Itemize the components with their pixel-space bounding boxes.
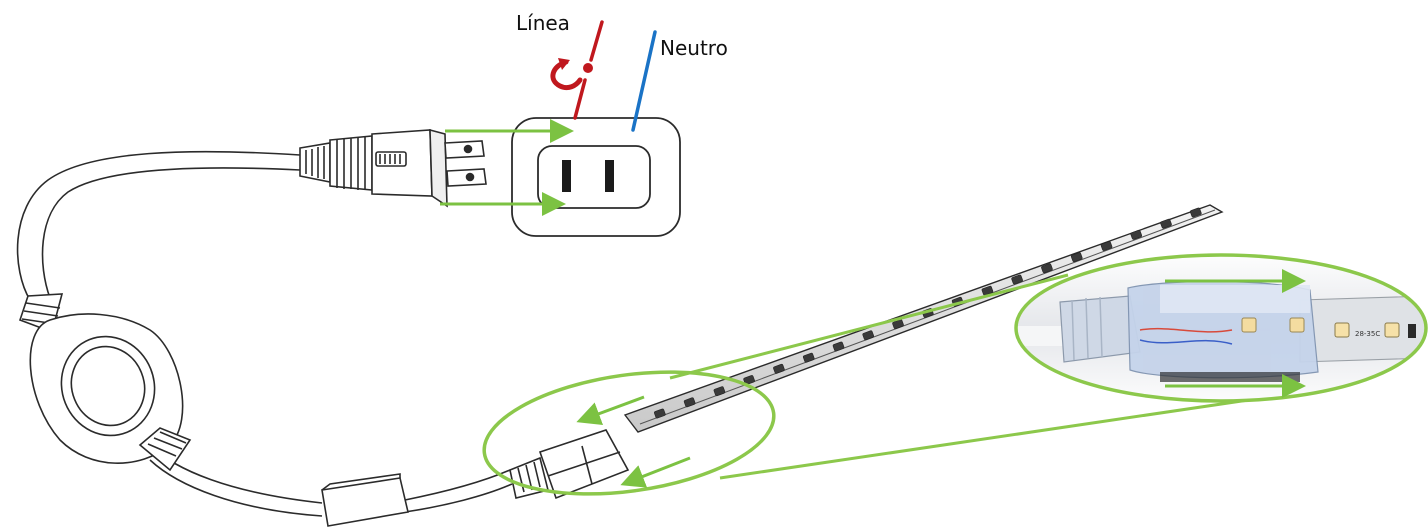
strip-led-chip — [892, 319, 904, 330]
outlet-slot-right — [605, 160, 614, 192]
strip-led-chip — [773, 363, 785, 374]
line-label: Línea — [516, 11, 570, 35]
strip-led-chip — [1160, 218, 1172, 229]
led-strip — [623, 204, 1224, 433]
strip-led-chip — [1041, 263, 1053, 274]
callout-leader-lines — [669, 273, 1263, 480]
wall-outlet — [511, 117, 681, 237]
plug — [299, 128, 487, 208]
strip-led-chip — [862, 330, 875, 341]
zoom-callout-circle — [1014, 253, 1428, 403]
cable-junction-box — [321, 473, 409, 527]
strip-led-chip — [1100, 241, 1113, 251]
strip-led-chip — [802, 352, 815, 363]
strip-led-chip — [1130, 229, 1143, 240]
strip-led-chip — [743, 375, 755, 385]
strip-led-chip — [713, 386, 726, 397]
switch-rotate-arrow-icon — [558, 58, 570, 70]
strip-led-chip — [1011, 274, 1023, 285]
neutral-label: Neutro — [660, 36, 728, 60]
strip-led-chip — [1070, 252, 1083, 263]
strip-led-chip — [683, 397, 696, 408]
current-flow-arrows-zoom — [1165, 269, 1306, 398]
led-chip — [1334, 322, 1350, 338]
connector-callout-circle — [482, 370, 776, 496]
current-flow-arrows-connector — [576, 395, 691, 488]
strip-led-chip — [1190, 207, 1202, 218]
neutral-wire — [631, 30, 657, 132]
led-chip — [1384, 322, 1400, 338]
strip-print: 28-35C — [1355, 330, 1380, 338]
zoomed-connector-detail: 28-35C — [1014, 253, 1428, 403]
line-wire — [550, 20, 604, 120]
strip-led-chip — [654, 408, 666, 419]
current-flow-arrows-plug — [440, 119, 574, 216]
outlet-slot-left — [562, 160, 571, 192]
inline-controller — [18, 293, 192, 472]
switch-contact — [583, 63, 593, 73]
strip-led-chip — [832, 341, 845, 352]
